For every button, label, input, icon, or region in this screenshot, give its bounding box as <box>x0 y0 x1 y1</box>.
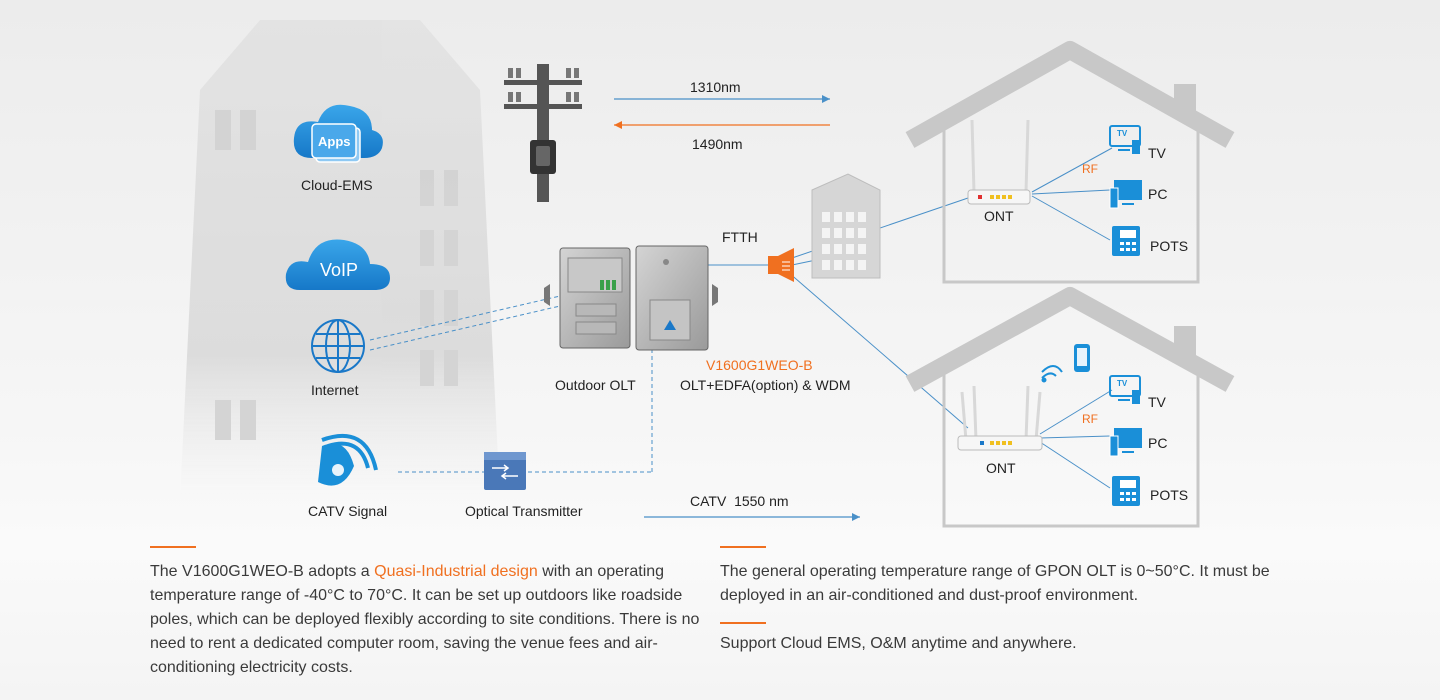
apartment-building-icon <box>811 173 881 279</box>
pots-label-1: POTS <box>1150 238 1189 254</box>
pc-icon-1 <box>1109 180 1142 209</box>
accent-bar-left <box>150 546 196 548</box>
tv-icon-text-1: TV <box>1117 129 1128 138</box>
internet-globe-icon <box>311 319 365 373</box>
catv-signal-label: CATV Signal <box>308 503 388 519</box>
wavelength-down-label: 1490nm <box>692 136 743 152</box>
tv-label-1: TV <box>1148 145 1166 161</box>
tv-icon-1 <box>1109 125 1141 154</box>
tv-label-2: TV <box>1148 394 1166 410</box>
pc-label-2: PC <box>1148 435 1168 451</box>
wavelength-up-label: 1310nm <box>690 79 741 95</box>
rf-label-1: RF <box>1082 162 1098 176</box>
pots-label-2: POTS <box>1150 487 1189 503</box>
ont-label-1: ONT <box>984 208 1014 224</box>
utility-pole-icon <box>504 64 582 202</box>
apps-label: Apps <box>318 134 351 149</box>
olt-model-desc: OLT+EDFA(option) & WDM <box>680 377 851 393</box>
ont-label-2: ONT <box>986 460 1016 476</box>
ont-router-1 <box>967 119 1031 205</box>
description-right-2: Support Cloud EMS, O&M anytime and anywh… <box>720 635 1077 652</box>
description-left-after: with an operating temperature range of -… <box>150 563 700 676</box>
voip-cloud-icon <box>285 239 390 290</box>
internet-label: Internet <box>311 382 359 398</box>
tv-icon-2 <box>1109 375 1141 404</box>
connection-lines <box>369 95 1113 521</box>
outdoor-olt-device <box>544 245 718 351</box>
voip-label: VoIP <box>320 260 359 280</box>
catv-dish-icon <box>318 433 378 486</box>
outdoor-olt-label: Outdoor OLT <box>555 377 636 393</box>
optical-splitter-icon <box>768 248 794 282</box>
pc-label-1: PC <box>1148 186 1168 202</box>
network-topology-diagram <box>180 20 1235 528</box>
olt-model-label: V1600G1WEO-B <box>706 357 813 373</box>
accent-bar-right-2 <box>720 622 766 624</box>
description-right-1: The general operating temperature range … <box>720 563 1270 604</box>
cloud-ems-icon <box>293 104 383 163</box>
catv-line-label: CATV 1550 nm <box>690 493 789 509</box>
tv-icon-text-2: TV <box>1117 379 1128 388</box>
phone-icon-1 <box>1112 226 1140 256</box>
ftth-label: FTTH <box>722 229 758 245</box>
description-left: The V1600G1WEO-B adopts a Quasi-Industri… <box>150 560 706 680</box>
optical-transmitter-icon <box>484 452 526 490</box>
optical-transmitter-label: Optical Transmitter <box>465 503 583 519</box>
phone-icon-2 <box>1112 476 1140 506</box>
description-left-highlight: Quasi-Industrial design <box>374 563 538 580</box>
house-1 <box>905 41 1235 284</box>
smartphone-icon <box>1074 344 1090 372</box>
cloud-ems-label: Cloud-EMS <box>301 177 373 193</box>
accent-bar-right-1 <box>720 546 766 548</box>
ont-router-2 <box>957 385 1043 451</box>
rf-label-2: RF <box>1082 412 1098 426</box>
description-left-before: The V1600G1WEO-B adopts a <box>150 563 375 580</box>
wifi-icon <box>1041 365 1063 383</box>
pc-icon-2 <box>1109 428 1142 457</box>
house-2 <box>905 287 1235 528</box>
